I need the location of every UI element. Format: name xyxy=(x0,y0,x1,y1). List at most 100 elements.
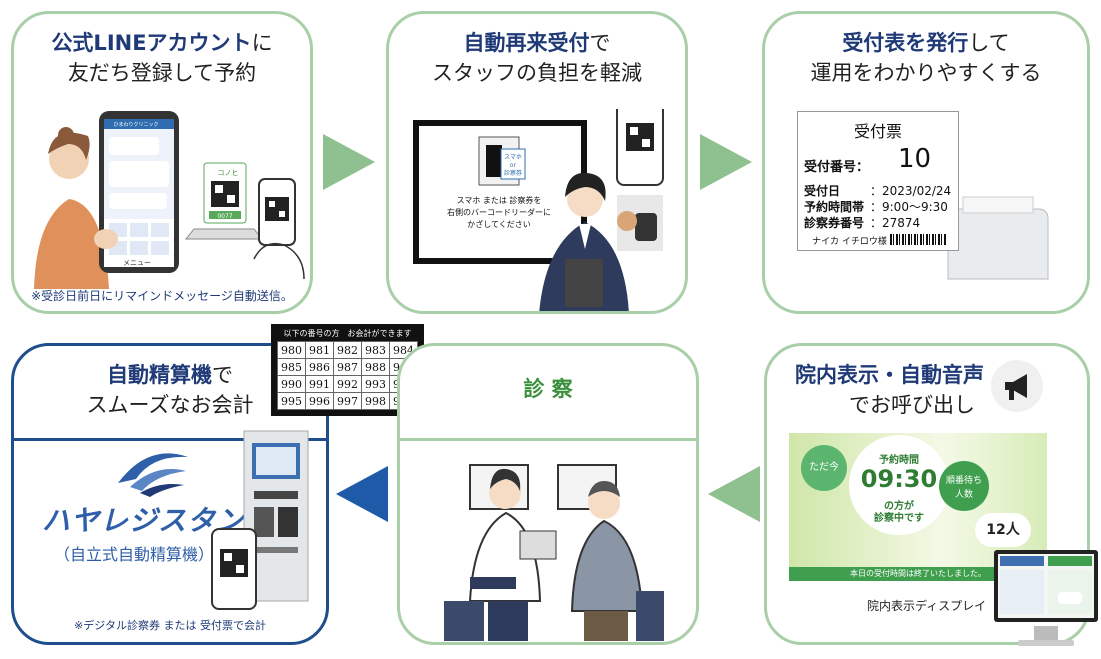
screen-text-3: かざしてください xyxy=(467,219,531,229)
step-title-line2: スムーズなお会計 xyxy=(86,393,254,417)
step-note: ※デジタル診察券 または 受付票で会計 xyxy=(74,619,266,632)
clipboard-icon xyxy=(519,530,557,560)
board-number-cell: 992 xyxy=(333,375,362,393)
reception-ticket: 受付票 受付番号： 10 受付日 ：2023/02/24 予約時間帯 ：9:00… xyxy=(797,111,959,251)
phone-qr-icon xyxy=(616,98,664,186)
step-card-calling-display: 院内表示・自動音声 でお呼び出し ただ今 予約時間 09:30 の方が 診察中で… xyxy=(764,343,1090,645)
ticket-heading: 受付票 xyxy=(853,122,902,141)
step-note: ※受診日前日にリマインドメッセージ自動送信。 xyxy=(31,289,293,303)
staff-figure xyxy=(539,172,629,311)
step-card-consultation: 診 察 xyxy=(397,343,699,645)
flow-arrow-left-icon xyxy=(708,466,760,522)
display-footer: 本日の受付時間は終了いたしました。 xyxy=(789,567,1047,581)
board-number-cell: 998 xyxy=(361,392,390,410)
step-illustration: ひまわりクリニック メニュー コノヒ 0077 xyxy=(14,109,310,311)
waiting-display-screen: ただ今 予約時間 09:30 の方が 診察中です 順番待ち 人数 12人 本日の… xyxy=(789,433,1047,581)
ticket-name: ナイカ イチロウ様 xyxy=(812,237,887,247)
monitor-display-icon xyxy=(994,550,1098,646)
screen-card-3: 診察券 xyxy=(504,169,522,177)
step-title: 自動精算機で スムーズなお会計 xyxy=(14,346,326,438)
ticket-num-label: 受付番号： xyxy=(804,160,870,175)
display-wait-label2: 人数 xyxy=(954,490,973,500)
ticket-slot-label: 予約時間帯 xyxy=(804,200,865,214)
board-number-cell: 981 xyxy=(305,341,334,359)
kiosk-machine-icon xyxy=(243,430,309,602)
flow-arrow-right-icon xyxy=(323,134,375,190)
ticket-slot: ：9:00～9:30 xyxy=(870,200,948,214)
consultation-illustration xyxy=(444,464,664,642)
step-title-rest: で xyxy=(589,31,611,55)
step-illustration: 受付票 受付番号： 10 受付日 ：2023/02/24 予約時間帯 ：9:00… xyxy=(765,109,1087,311)
step-card-ticket: 受付表を発行して 運用をわかりやすくする 受付票 受付番号： 10 受付日 ：2… xyxy=(762,11,1090,314)
chair-icon xyxy=(636,591,664,641)
brand-subtitle: （自立式自動精算機） xyxy=(54,545,215,564)
step-illustration xyxy=(400,441,696,642)
display-time-circle xyxy=(849,435,949,535)
board-number-cell: 988 xyxy=(361,358,390,376)
board-number-cell: 982 xyxy=(333,341,362,359)
display-caption: 院内表示ディスプレイ xyxy=(867,599,987,613)
step-title-rest: して xyxy=(968,31,1010,55)
screen-card-1: スマホ xyxy=(504,154,522,161)
ticket-card: ：27874 xyxy=(870,216,921,230)
step-card-line-booking: 公式LINEアカウントに 友だち登録して予約 xyxy=(11,11,313,314)
qr-card-icon xyxy=(184,162,264,240)
ticket-date-label: 受付日 xyxy=(804,184,841,198)
ticket-number: 10 xyxy=(898,144,932,174)
woman-figure xyxy=(34,127,109,289)
board-number-cell: 983 xyxy=(361,341,390,359)
board-row: 995996997998999 xyxy=(277,392,418,410)
step-title: 公式LINEアカウントに 友だち登録して予約 xyxy=(14,14,310,106)
board-number-cell: 991 xyxy=(305,375,334,393)
line-booking-illustration: ひまわりクリニック メニュー コノヒ 0077 xyxy=(34,111,305,289)
board-title: 以下の番号の方 お会計ができます xyxy=(283,329,412,338)
patient-figure xyxy=(570,481,644,642)
step-title-line2: 友だち登録して予約 xyxy=(67,61,257,85)
step-title-bold: 院内表示・自動音声 xyxy=(795,363,984,387)
display-wait-count: 12人 xyxy=(975,513,1031,547)
board-number-cell: 987 xyxy=(333,358,362,376)
step-illustration: ただ今 予約時間 09:30 の方が 診察中です 順番待ち 人数 12人 本日の… xyxy=(767,433,1087,642)
card-divider xyxy=(400,438,696,441)
display-wait-badge xyxy=(939,461,989,511)
display-now-badge: ただ今 xyxy=(801,445,847,491)
board-number-cell: 986 xyxy=(305,358,334,376)
step-title-bold: 自動再来受付 xyxy=(463,31,590,55)
phone-app-name: ひまわりクリニック xyxy=(113,121,158,128)
phone-qr-icon xyxy=(211,528,257,610)
megaphone-icon xyxy=(991,360,1043,412)
board-number-cell: 997 xyxy=(333,392,362,410)
step-title-bold: 公式LINEアカウント xyxy=(51,31,252,55)
reception-monitor xyxy=(413,120,587,264)
smartphone-app-icon xyxy=(99,111,179,273)
step-title-line2: スタッフの負担を軽減 xyxy=(432,61,642,85)
step-title: 自動再来受付で スタッフの負担を軽減 xyxy=(389,14,685,106)
flow-arrow-left-icon xyxy=(336,466,388,522)
board-number-cell: 995 xyxy=(277,392,306,410)
qr-card-label: コノヒ xyxy=(218,169,239,177)
step-title-rest: に xyxy=(251,31,273,55)
step-title-bold: 受付表を発行 xyxy=(842,31,969,55)
board-row: 985986987988989 xyxy=(277,358,418,376)
step-illustration: スマホ or 診察券 スマホ または 診察券を 右側のバーコードリーダーに かざ… xyxy=(389,98,685,311)
display-time: 09:30 xyxy=(860,465,938,493)
screen-text-1: スマホ または 診察券を xyxy=(457,195,542,205)
board-number-cell: 996 xyxy=(305,392,334,410)
step-title-line2: 運用をわかりやすくする xyxy=(810,61,1042,85)
card-divider xyxy=(14,438,326,441)
display-wait-label1: 順番待ち xyxy=(945,476,982,486)
board-number-cell: 980 xyxy=(277,341,306,359)
ticket-barcode-icon xyxy=(890,234,946,245)
chair-icon xyxy=(444,601,484,641)
ticket-date: ：2023/02/24 xyxy=(870,184,952,198)
phone-menu-label: メニュー xyxy=(123,259,151,267)
step-title: 診 察 xyxy=(400,346,696,438)
board-number-cell: 985 xyxy=(277,358,306,376)
step-title-line2: でお呼び出し xyxy=(849,393,975,417)
step-title-bold: 診 察 xyxy=(523,377,573,401)
barcode-reader-icon xyxy=(617,195,663,251)
qr-card-number: 0077 xyxy=(217,213,232,220)
ticket-card-label: 診察券番号 xyxy=(804,216,865,230)
display-slot-label: 予約時間 xyxy=(879,455,919,466)
